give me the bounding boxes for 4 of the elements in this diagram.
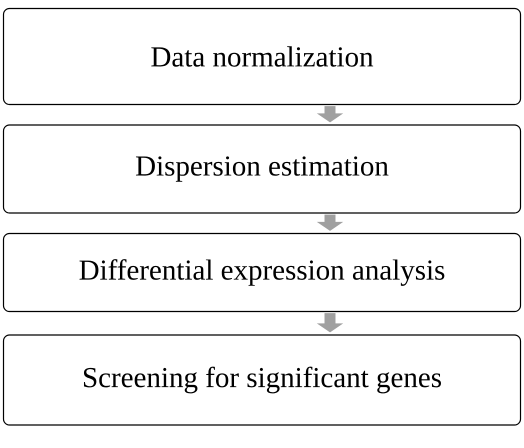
process-box: Differential expression analysis [2,232,522,312]
process-box: Dispersion estimation [2,124,522,214]
process-box: Data normalization [2,8,522,106]
process-box: Screening for significant genes [2,334,522,426]
